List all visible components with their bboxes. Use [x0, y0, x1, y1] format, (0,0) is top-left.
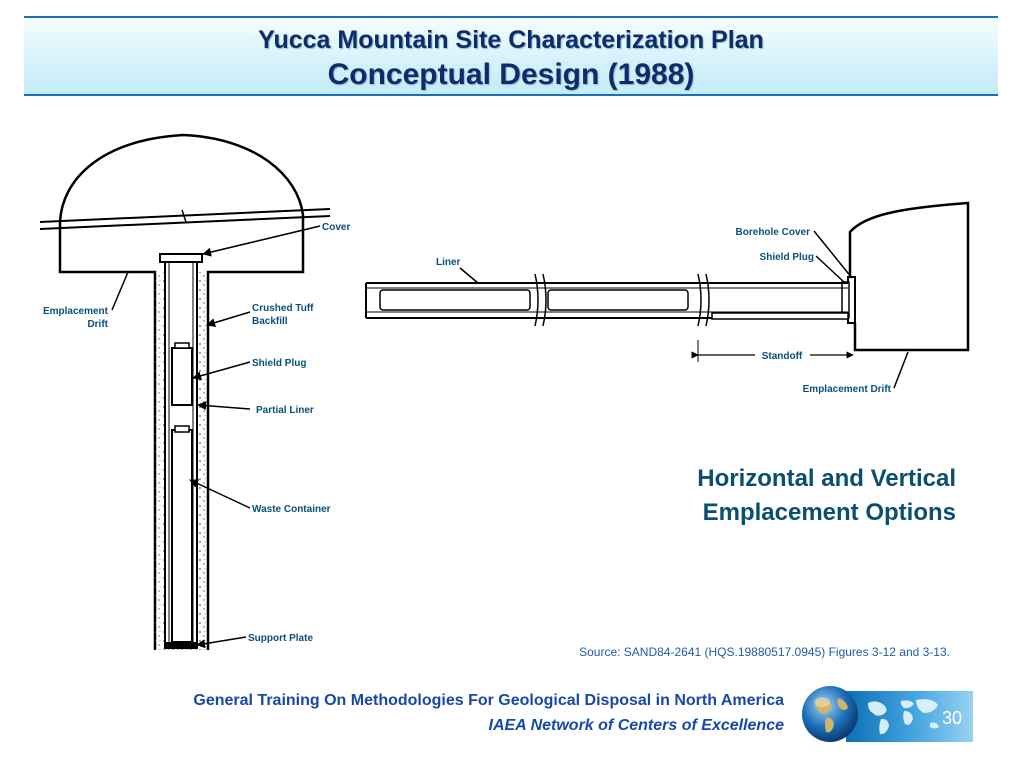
- footer-banner: [846, 691, 973, 742]
- drift-rock-face: [848, 201, 970, 352]
- label-partial-liner: Partial Liner: [256, 405, 314, 416]
- leader-borehole-cover: [813, 230, 853, 279]
- globe-icon: [802, 686, 858, 742]
- label-waste-container: Waste Container: [252, 504, 331, 515]
- label-cover: Cover: [322, 222, 350, 233]
- label-backfill: Backfill: [252, 316, 288, 327]
- label-standoff: Standoff: [762, 351, 803, 362]
- leader-crushed-tuff: [206, 311, 251, 327]
- leader-liner: [459, 267, 479, 284]
- borehole-cover: [159, 253, 203, 263]
- vertical-emplacement-diagram: Cover Emplacement Drift Crushed Tuff Bac…: [39, 133, 350, 650]
- world-map-icon: [868, 699, 939, 735]
- leader-waste-container: [189, 479, 251, 509]
- waste-container-cap: [174, 425, 190, 433]
- heading-line-1: Horizontal and Vertical: [697, 465, 956, 492]
- footer-title: General Training On Methodologies For Ge…: [193, 692, 784, 709]
- leader-support-plate: [196, 636, 247, 649]
- source-citation: Source: SAND84-2641 (HQS.19880517.0945) …: [579, 645, 950, 659]
- label-crushed-tuff: Crushed Tuff: [252, 303, 314, 314]
- support-plate: [166, 642, 196, 648]
- label-liner: Liner: [436, 257, 461, 268]
- label-borehole-cover: Borehole Cover: [736, 227, 811, 238]
- leader-cover: [202, 225, 321, 257]
- waste-container-h1: [379, 289, 531, 311]
- drift-rail-top: [39, 208, 331, 223]
- label-shield-plug-h: Shield Plug: [760, 252, 814, 263]
- label-support-plate: Support Plate: [248, 633, 313, 644]
- footer-subtitle: IAEA Network of Centers of Excellence: [488, 717, 785, 734]
- rail-break: [181, 209, 187, 223]
- header-banner: Yucca Mountain Site Characterization Pla…: [24, 16, 998, 96]
- slide-subtitle: Conceptual Design (1988): [327, 58, 695, 91]
- shield-plug-handle: [174, 342, 190, 349]
- standoff-plate: [711, 312, 849, 320]
- leader-emplacement-drift: [111, 271, 129, 311]
- leader-emplacement-drift-h: [893, 351, 909, 389]
- heading-line-2: Emplacement Options: [702, 499, 956, 526]
- section-heading: Horizontal and Vertical Emplacement Opti…: [596, 462, 956, 530]
- break-mark-1: [534, 273, 547, 327]
- leader-shield-plug-h: [815, 255, 846, 284]
- label-emplacement-drift-2: Drift: [87, 319, 108, 330]
- label-emplacement-drift-h: Emplacement Drift: [803, 384, 892, 395]
- label-emplacement-drift: Emplacement: [43, 306, 109, 317]
- slide-title: Yucca Mountain Site Characterization Pla…: [258, 26, 764, 54]
- shield-plug: [171, 347, 193, 406]
- drift-rail-bottom: [39, 215, 331, 230]
- horizontal-emplacement-diagram: Borehole Cover Shield Plug Liner Standof…: [365, 201, 970, 395]
- waste-container-h2: [547, 289, 689, 311]
- page-number: 30: [941, 708, 963, 728]
- leader-partial-liner: [197, 401, 251, 411]
- leader-shield-plug: [192, 361, 251, 381]
- waste-container: [171, 429, 193, 643]
- break-mark-2: [697, 273, 710, 327]
- label-shield-plug: Shield Plug: [252, 358, 306, 369]
